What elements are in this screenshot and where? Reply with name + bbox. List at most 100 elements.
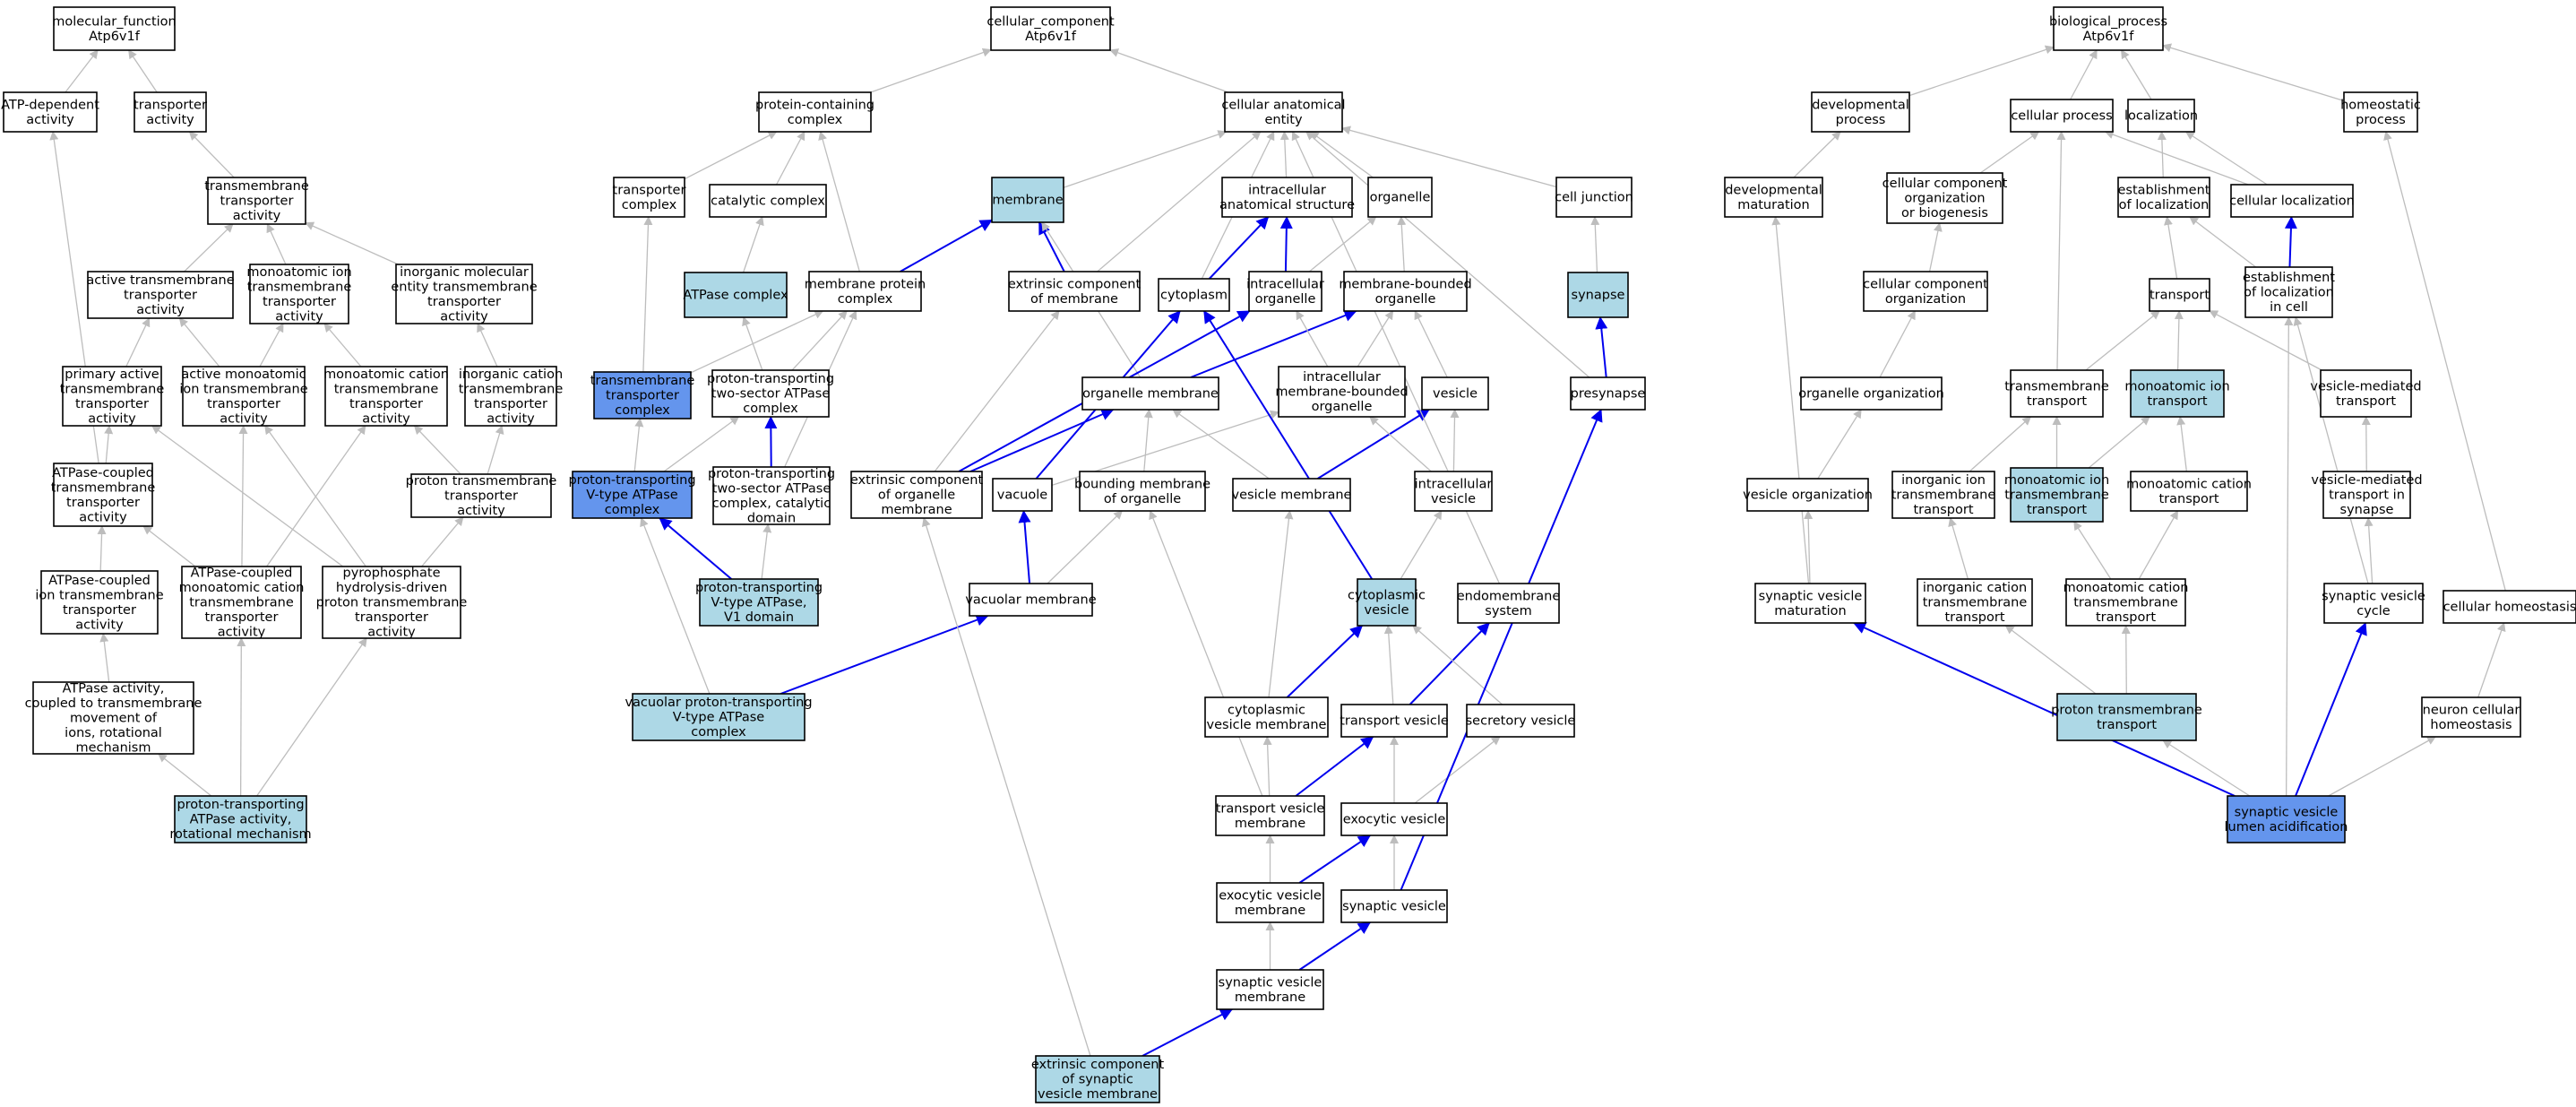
node-ves-org[interactable]: vesicle organization	[1743, 478, 1873, 512]
node-synapse[interactable]: synapse	[1567, 272, 1629, 318]
node-box	[2227, 795, 2346, 843]
node-box	[990, 6, 1111, 51]
node-syn-ves[interactable]: synaptic vesicle	[1340, 889, 1448, 923]
node-label-line: cytoplasm	[1160, 289, 1228, 303]
node-vacuole[interactable]: vacuole	[992, 478, 1053, 512]
node-exo-ves[interactable]: exocytic vesicle	[1340, 802, 1448, 836]
edge-cae-to-cc	[1109, 48, 1229, 93]
node-org-org[interactable]: organelle organization	[1798, 376, 1944, 411]
node-cytoplasm[interactable]: cytoplasm	[1158, 278, 1230, 312]
node-cat-complex[interactable]: catalytic complex	[709, 184, 827, 218]
node-cell-proc[interactable]: cellular process	[2010, 99, 2114, 133]
node-presynapse[interactable]: presynapse	[1570, 376, 1646, 411]
node-atpase-tm[interactable]: ATPase-coupledtransmembranetransporterac…	[51, 463, 156, 527]
edge-cell_loc-to-cell_proc	[2104, 130, 2249, 186]
edge-active_monoion-to-monoion_tm	[259, 323, 284, 368]
node-organelle[interactable]: organelle	[1367, 177, 1433, 218]
node-transport[interactable]: transport	[2149, 278, 2210, 312]
node-ves-memb[interactable]: vesicle membrane	[1232, 478, 1352, 512]
node-monocation-tm[interactable]: monoatomic cationtransmembranetransporte…	[323, 366, 449, 427]
node-atpase-complex[interactable]: ATPase complex	[683, 272, 788, 318]
node-org-memb[interactable]: organelle membrane	[1081, 376, 1219, 411]
node-cell-homeo[interactable]: cellular homeostasis	[2442, 590, 2576, 624]
node-cell-loc[interactable]: cellular localization	[2229, 184, 2355, 218]
node-membrane[interactable]: membrane	[991, 177, 1064, 223]
node-atpase-rot[interactable]: ATPase activity,coupled to transmembrane…	[25, 681, 202, 756]
node-localization[interactable]: localization	[2124, 99, 2198, 133]
node-cell-junction[interactable]: cell junction	[1555, 177, 1633, 218]
node-inorg-cation[interactable]: inorganic cationtransmembranetransporter…	[459, 366, 564, 427]
node-transp-ves[interactable]: transport vesicle	[1340, 704, 1449, 738]
node-primary-active[interactable]: primary activetransmembranetransporterac…	[60, 366, 165, 427]
node-label-line: developmental	[1812, 98, 1909, 112]
node-box	[2149, 278, 2210, 312]
node-secr-ves[interactable]: secretory vesicle	[1466, 704, 1576, 738]
node-monoion-tm[interactable]: monoatomic iontransmembranetransporterac…	[246, 264, 352, 324]
node-vesicle[interactable]: vesicle	[1421, 376, 1489, 411]
node-label-line: organization	[1885, 292, 1966, 307]
node-label-line: primary active	[65, 368, 159, 382]
node-vac-memb[interactable]: vacuolar membrane	[965, 583, 1097, 617]
